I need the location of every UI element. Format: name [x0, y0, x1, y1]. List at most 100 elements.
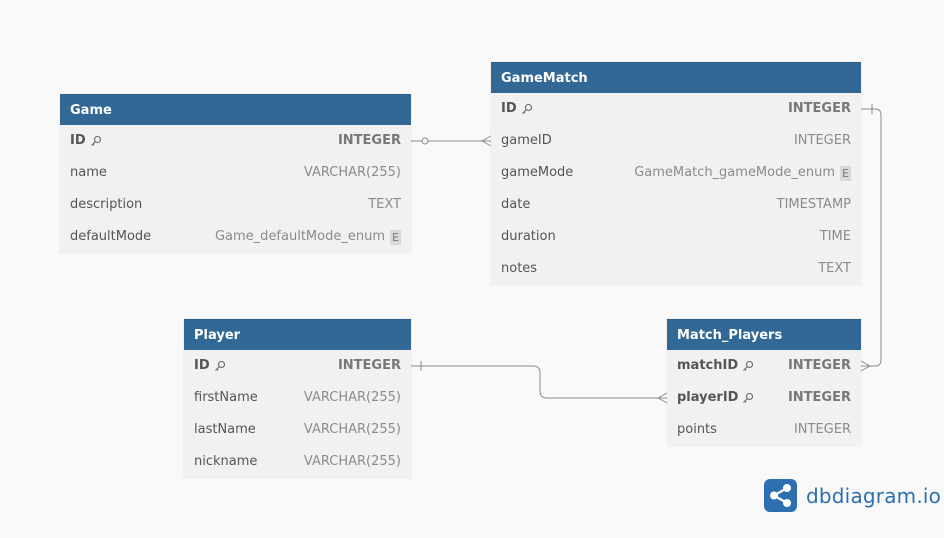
primary-key-icon — [742, 392, 754, 404]
field-type: INTEGER — [788, 93, 851, 125]
table-header[interactable]: GameMatch — [491, 62, 861, 93]
dbdiagram-logo-icon — [764, 479, 797, 512]
field-name: nickname — [194, 446, 257, 478]
field-name: points — [677, 414, 717, 446]
field-type-text: INTEGER — [787, 358, 851, 373]
field-row-playerid[interactable]: playerID INTEGER — [667, 382, 861, 414]
field-type-text: INTEGER — [793, 133, 851, 148]
field-type: VARCHAR(255) — [304, 382, 401, 414]
field-type-text: INTEGER — [337, 133, 401, 148]
field-row-matchid[interactable]: matchID INTEGER — [667, 350, 861, 382]
field-type: VARCHAR(255) — [304, 446, 401, 478]
field-name-text: ID — [70, 133, 86, 148]
field-name-text: duration — [501, 229, 556, 244]
field-name: gameMode — [501, 157, 573, 189]
field-row-nickname[interactable]: nickname VARCHAR(255) — [184, 446, 411, 478]
field-type-text: GameMatch_gameMode_enum — [634, 165, 835, 180]
field-row-notes[interactable]: notes TEXT — [491, 253, 861, 285]
primary-key-icon — [521, 103, 533, 115]
field-name: ID — [70, 125, 102, 157]
field-name-text: points — [677, 422, 717, 437]
field-name-text: playerID — [677, 390, 739, 405]
field-name-text: gameMode — [501, 165, 574, 180]
field-type: INTEGER — [788, 382, 851, 414]
field-type: INTEGER — [338, 125, 401, 157]
field-name-text: ID — [194, 358, 210, 373]
field-name-text: notes — [501, 261, 538, 276]
table-header[interactable]: Match_Players — [667, 319, 861, 350]
field-name-text: gameID — [501, 133, 552, 148]
brand-text: dbdiagram.io — [806, 483, 942, 508]
dbdiagram-brand[interactable]: dbdiagram.io — [764, 479, 941, 512]
relation-gamematch-matchplayers[interactable] — [860, 104, 882, 372]
relation-game-gamematch[interactable] — [411, 135, 492, 147]
field-row-id[interactable]: ID INTEGER — [491, 93, 861, 125]
field-type-text: Game_defaultMode_enum — [214, 229, 385, 244]
field-type-text: VARCHAR(255) — [303, 422, 401, 437]
field-name-text: description — [70, 197, 143, 212]
field-type-text: INTEGER — [787, 101, 851, 116]
field-type: VARCHAR(255) — [304, 157, 401, 189]
field-row-description[interactable]: description TEXT — [60, 189, 411, 221]
field-type-text: TIMESTAMP — [776, 197, 851, 212]
field-type-text: VARCHAR(255) — [303, 165, 401, 180]
field-row-date[interactable]: date TIMESTAMP — [491, 189, 861, 221]
table-match-players[interactable]: Match_Players matchID INTEGER playerID INTEG… — [667, 319, 861, 446]
field-type: INTEGER — [338, 350, 401, 382]
field-name: date — [501, 189, 530, 221]
field-name-text: name — [70, 165, 107, 180]
field-row-duration[interactable]: duration TIME — [491, 221, 861, 253]
field-name: gameID — [501, 125, 552, 157]
field-name-text: matchID — [677, 358, 739, 373]
field-name-text: defaultMode — [70, 229, 152, 244]
enum-badge-icon[interactable]: E — [840, 165, 851, 181]
field-type: VARCHAR(255) — [304, 414, 401, 446]
field-row-id[interactable]: ID INTEGER — [184, 350, 411, 382]
field-row-gamemode[interactable]: gameMode GameMatch_gameMode_enum E — [491, 157, 861, 189]
table-header[interactable]: Game — [60, 94, 411, 125]
field-name-text: lastName — [194, 422, 256, 437]
primary-key-icon — [214, 360, 226, 372]
primary-key-icon — [90, 135, 102, 147]
field-row-gameid[interactable]: gameID INTEGER — [491, 125, 861, 157]
field-row-points[interactable]: points INTEGER — [667, 414, 861, 446]
field-name-text: date — [501, 197, 531, 212]
field-row-defaultmode[interactable]: defaultMode Game_defaultMode_enum E — [60, 221, 411, 253]
field-name: ID — [501, 93, 533, 125]
field-row-id[interactable]: ID INTEGER — [60, 125, 411, 157]
field-name: firstName — [194, 382, 258, 414]
field-type: GameMatch_gameMode_enum E — [634, 157, 851, 189]
field-type: TIME — [820, 221, 851, 253]
field-name-text: nickname — [194, 454, 258, 469]
field-type-text: INTEGER — [787, 390, 851, 405]
field-name: playerID — [677, 382, 754, 414]
field-name: matchID — [677, 350, 754, 382]
field-name: lastName — [194, 414, 256, 446]
field-row-lastname[interactable]: lastName VARCHAR(255) — [184, 414, 411, 446]
field-type: TEXT — [818, 253, 851, 285]
field-row-firstname[interactable]: firstName VARCHAR(255) — [184, 382, 411, 414]
field-type-text: INTEGER — [337, 358, 401, 373]
field-name-text: firstName — [194, 390, 258, 405]
field-row-name[interactable]: name VARCHAR(255) — [60, 157, 411, 189]
primary-key-icon — [742, 360, 754, 372]
field-name: ID — [194, 350, 226, 382]
table-header[interactable]: Player — [184, 319, 411, 350]
field-type: TEXT — [368, 189, 401, 221]
enum-badge-icon[interactable]: E — [390, 229, 401, 245]
field-type-text: VARCHAR(255) — [303, 454, 401, 469]
field-name: defaultMode — [70, 221, 151, 253]
field-type-text: VARCHAR(255) — [303, 390, 401, 405]
field-type: INTEGER — [794, 125, 851, 157]
field-name: description — [70, 189, 142, 221]
field-type-text: TEXT — [818, 261, 851, 276]
field-name: duration — [501, 221, 556, 253]
field-type: INTEGER — [794, 414, 851, 446]
field-type: TIMESTAMP — [777, 189, 851, 221]
relation-player-matchplayers[interactable] — [411, 361, 668, 404]
